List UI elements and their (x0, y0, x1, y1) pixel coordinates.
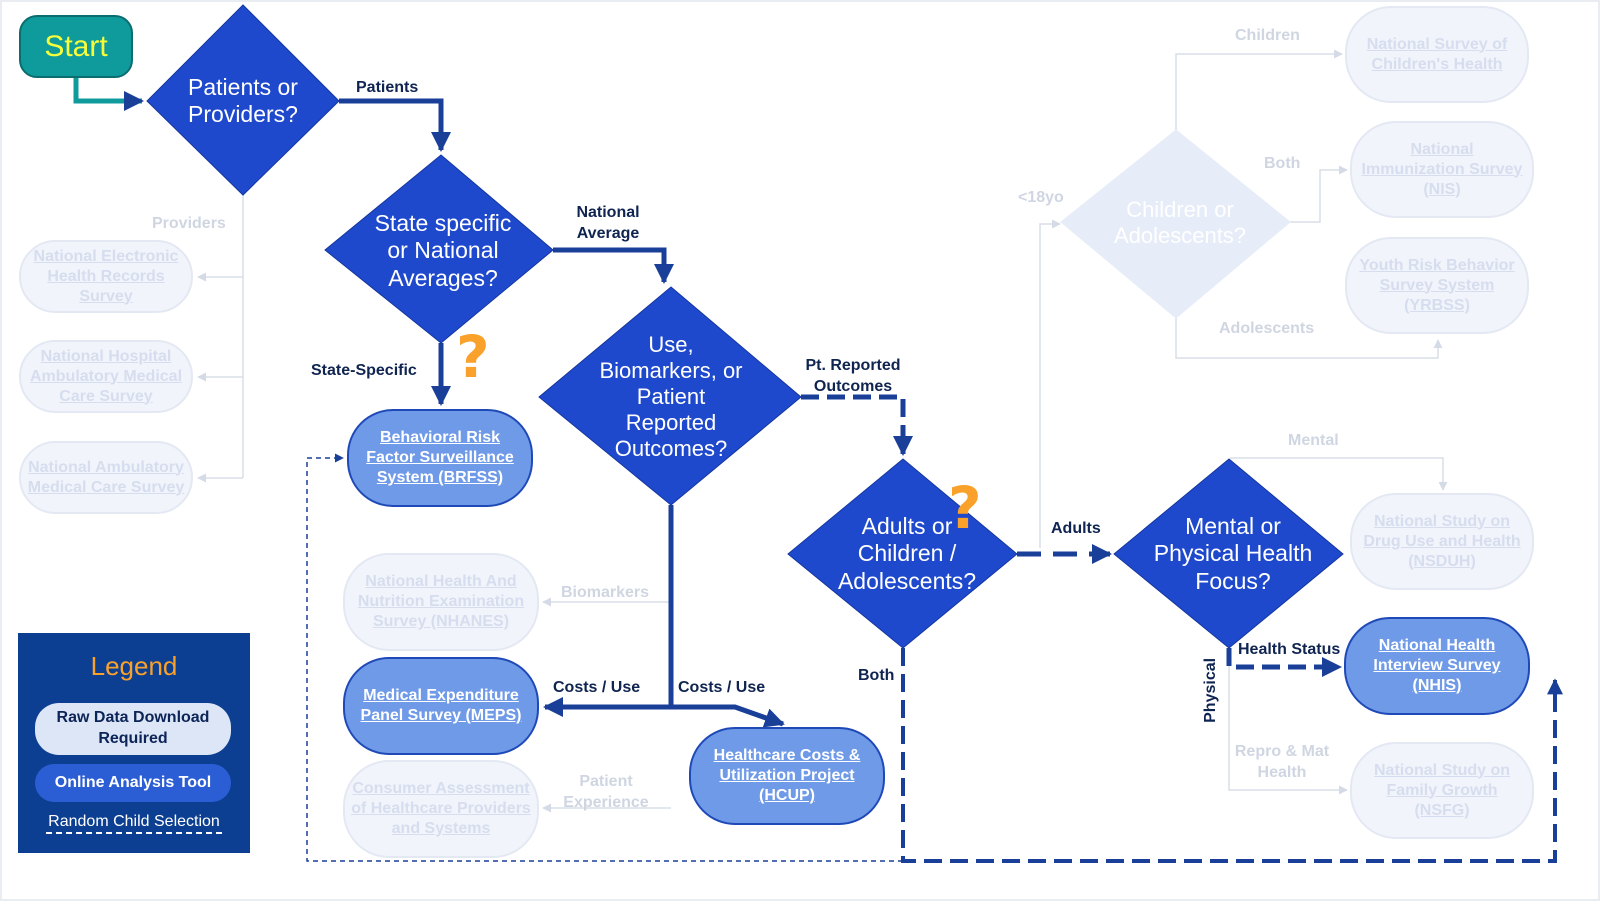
node-nsduh[interactable]: National Study on Drug Use and Health (N… (1350, 493, 1534, 590)
edge-to-nsch (1175, 49, 1343, 130)
node-nhamcs[interactable]: National Hospital Ambulatory Medical Car… (19, 340, 193, 413)
edge-label-patient-experience: Patient Experience (563, 773, 649, 811)
edge-label-mental: Mental (1288, 432, 1339, 449)
decision-adults-or-children-text: Adults or Children / Adolescents? (837, 513, 977, 594)
diamond-use-biomarkers (538, 286, 802, 506)
node-cahps[interactable]: Consumer Assessment of Healthcare Provid… (343, 760, 539, 858)
legend-title: Legend (90, 651, 178, 681)
edge-start (73, 78, 144, 111)
edge-patients (339, 98, 451, 152)
diamond-state-or-national (324, 154, 554, 344)
decision-mental-or-physical-text: Mental or Physical Health Focus? (1153, 513, 1313, 594)
edge-label-state-specific: State-Specific (311, 362, 417, 379)
edge-label-national-average: National Average (576, 204, 640, 242)
node-meps[interactable]: Medical Expenditure Panel Survey (MEPS) (343, 657, 539, 755)
decision-state-or-national-text: State specific or National Averages? (374, 210, 512, 291)
edge-random-child-brfss (306, 453, 903, 862)
decision-children-or-adolescents-text: Children or Adolescents? (1113, 197, 1247, 248)
edge-label-adults: Adults (1051, 520, 1101, 537)
question-mark-adults: ? (948, 474, 982, 542)
edge-to-nis (1290, 165, 1348, 223)
node-namcs[interactable]: National Ambulatory Medical Care Survey (19, 441, 193, 514)
edge-under18 (1039, 219, 1061, 548)
legend-random-child-dashed-line (46, 832, 222, 834)
edge-label-adolescents: Adolescents (1219, 320, 1315, 337)
legend-online-analysis-tool: Online Analysis Tool (35, 764, 231, 802)
node-hcup[interactable]: Healthcare Costs & Utilization Project (… (689, 727, 885, 825)
edge-national-average (553, 247, 674, 284)
node-nhanes[interactable]: National Health And Nutrition Examinatio… (343, 553, 539, 651)
edge-health-status (1226, 648, 1342, 677)
edge-to-yrbss (1175, 318, 1443, 359)
legend-panel: Legend Raw Data Download Required Online… (18, 633, 250, 853)
edge-label-health-status: Health Status (1238, 641, 1341, 658)
edge-label-both-children: Both (1264, 155, 1301, 172)
decision-use-biomarkers-text: Use, Biomarkers, or Patient Reported Out… (599, 332, 743, 461)
edge-label-children: Children (1235, 27, 1300, 44)
edge-label-costs-use-right: Costs / Use (678, 679, 766, 696)
edge-label-both-adults: Both (858, 667, 895, 684)
node-nsfg[interactable]: National Study on Family Growth (NSFG) (1350, 742, 1534, 839)
start-node[interactable]: Start (19, 15, 133, 78)
edge-label-under-18: <18yo (1018, 189, 1064, 206)
edge-costs-hcup (671, 704, 785, 728)
legend-random-child-selection: Random Child Selection (48, 813, 220, 830)
diamond-patients-or-providers (146, 4, 340, 196)
edge-pt-reported (801, 394, 913, 456)
edge-physical-trunk (1228, 648, 1348, 795)
edge-label-physical: Physical (1202, 657, 1220, 723)
node-brfss[interactable]: Behavioral Risk Factor Surveillance Syst… (347, 409, 533, 507)
edge-to-nsduh (1230, 457, 1448, 491)
edge-label-costs-use-left: Costs / Use (553, 679, 641, 696)
edge-both-loop (901, 648, 1563, 863)
node-nis[interactable]: National Immunization Survey (NIS) (1350, 121, 1534, 218)
diamond-mental-or-physical (1113, 458, 1344, 649)
decision-patients-or-providers-text: Patients or Providers? (188, 73, 298, 127)
node-yrbss[interactable]: Youth Risk Behavior Survey System (YRBSS… (1345, 237, 1529, 334)
edge-label-repro-mat-health: Repro & Mat Health (1234, 743, 1330, 781)
edge-label-biomarkers: Biomarkers (561, 584, 650, 601)
edge-label-pt-reported-outcomes: Pt. Reported Outcomes (805, 357, 901, 395)
diamond-adults-or-children (787, 458, 1018, 649)
decision-shapes (146, 4, 1344, 649)
diamond-children-or-adolescents (1060, 129, 1291, 319)
edge-label-providers: Providers (152, 215, 226, 232)
edge-label-patients: Patients (356, 79, 419, 96)
node-nsch[interactable]: National Survey of Children's Health (1345, 6, 1529, 103)
node-nehrs[interactable]: National Electronic Health Records Surve… (19, 240, 193, 313)
legend-raw-data-download: Raw Data Download Required (35, 703, 231, 755)
question-mark-state: ? (456, 323, 490, 391)
node-nhis[interactable]: National Health Interview Survey (NHIS) (1344, 617, 1530, 715)
